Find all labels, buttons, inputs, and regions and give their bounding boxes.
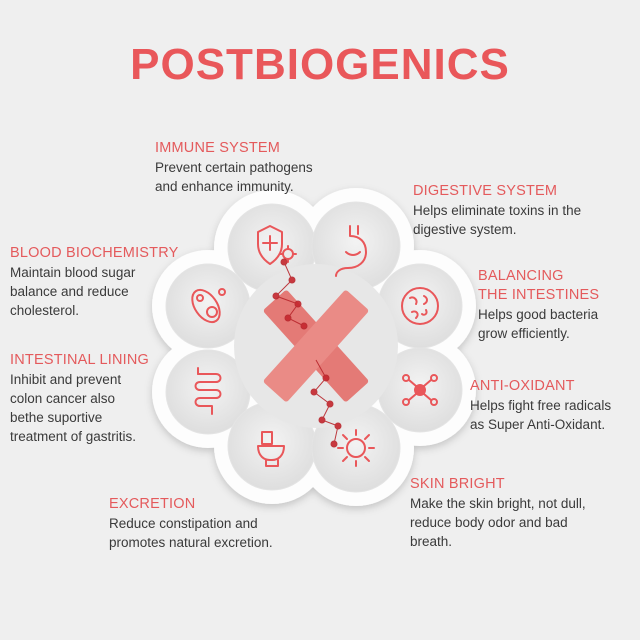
- benefit-heading: IMMUNE SYSTEM: [155, 140, 281, 156]
- benefit-description: Helps fight free radicals as Super Anti-…: [470, 398, 612, 432]
- benefit-heading: INTESTINAL LINING: [10, 352, 150, 368]
- benefit-description: Maintain blood sugar balance and reduce …: [10, 265, 136, 318]
- bacteria-icon: [401, 287, 439, 325]
- benefit-heading: BLOOD BIOCHEMISTRY: [10, 245, 179, 261]
- benefit-description: Make the skin bright, not dull, reduce b…: [410, 496, 586, 549]
- benefit-balancing-intestines: BALANCING THE INTESTINES Helps good bact…: [478, 267, 599, 343]
- benefit-immune-system: IMMUNE SYSTEM Prevent certain pathogens …: [155, 139, 313, 196]
- molecule-icon: [402, 374, 438, 406]
- benefit-description: Helps eliminate toxins in the digestive …: [413, 203, 582, 237]
- benefit-blood-biochemistry: BLOOD BIOCHEMISTRY Maintain blood sugar …: [10, 244, 179, 320]
- benefit-heading: BALANCING THE INTESTINES: [478, 268, 600, 303]
- page-title: POSTBIOGENICS: [130, 40, 510, 89]
- benefit-skin-bright: SKIN BRIGHT Make the skin bright, not du…: [410, 475, 586, 551]
- benefit-description: Helps good bacteria grow efficiently.: [478, 307, 599, 341]
- intestine-icon: [194, 367, 222, 415]
- sun-icon: [337, 429, 375, 467]
- benefit-description: Prevent certain pathogens and enhance im…: [155, 160, 313, 194]
- benefit-heading: ANTI-OXIDANT: [470, 378, 575, 394]
- immune-shield-virus-icon: [257, 225, 297, 265]
- benefit-heading: EXCRETION: [109, 496, 196, 512]
- blood-cells-icon: [191, 288, 226, 324]
- benefit-digestive-system: DIGESTIVE SYSTEM Helps eliminate toxins …: [413, 182, 581, 239]
- benefit-heading: DIGESTIVE SYSTEM: [413, 183, 558, 199]
- benefit-intestinal-lining: INTESTINAL LINING Inhibit and prevent co…: [10, 351, 149, 446]
- molecule-network-decoration: [272, 258, 342, 448]
- benefit-excretion: EXCRETION Reduce constipation and promot…: [109, 495, 273, 552]
- benefit-description: Inhibit and prevent colon cancer also be…: [10, 372, 137, 444]
- benefit-heading: SKIN BRIGHT: [410, 476, 505, 492]
- toilet-icon: [257, 431, 285, 467]
- stomach-icon: [335, 225, 367, 277]
- benefit-description: Reduce constipation and promotes natural…: [109, 516, 273, 550]
- benefit-anti-oxidant: ANTI-OXIDANT Helps fight free radicals a…: [470, 377, 611, 434]
